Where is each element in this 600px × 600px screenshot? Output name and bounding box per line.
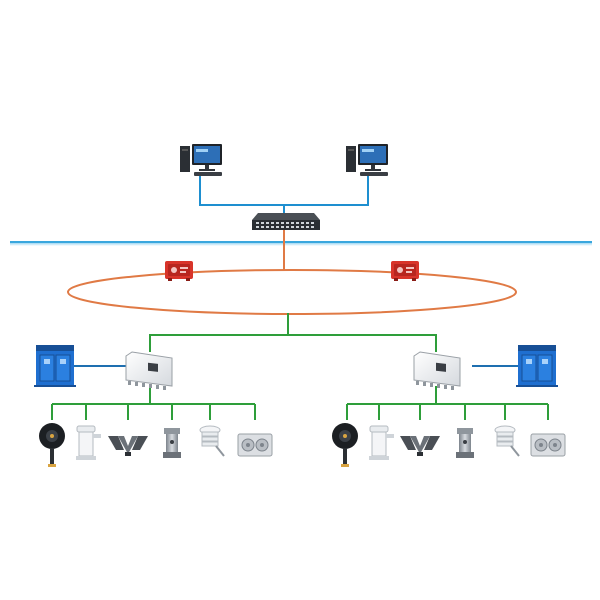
red-ring-station-icon (165, 261, 193, 281)
grey-pipe-sensor-icon (163, 428, 181, 458)
sensor-left-4[interactable] (163, 428, 181, 458)
grey-pipe-sensor-icon (456, 428, 474, 458)
sensor-left-2[interactable] (76, 425, 101, 460)
ring-station-right[interactable] (391, 261, 419, 281)
door-cabinet-left[interactable] (34, 345, 76, 387)
sensor-right-5[interactable] (494, 425, 520, 457)
sensor-left-5[interactable] (199, 425, 225, 457)
field-bus-lines (51, 313, 549, 420)
round-sensor-icon (39, 423, 65, 467)
sensor-group-left (39, 423, 273, 467)
substation-left[interactable] (125, 351, 173, 390)
sensor-group-right (332, 423, 566, 467)
fiber-ring (67, 269, 517, 315)
sensor-right-3[interactable] (400, 436, 440, 456)
sensor-right-2[interactable] (369, 425, 394, 460)
round-sensor-icon (332, 423, 358, 467)
blue-door-cabinet-icon (34, 345, 76, 387)
speaker-box-icon (237, 433, 273, 457)
dual-wing-sensor-icon (108, 436, 148, 456)
network-switch[interactable] (252, 213, 320, 230)
substation-right[interactable] (413, 351, 461, 390)
sensor-left-3[interactable] (108, 436, 148, 456)
speaker-box-icon (530, 433, 566, 457)
office-links (199, 176, 369, 214)
computer-right[interactable] (346, 144, 388, 176)
ring-station-left[interactable] (165, 261, 193, 281)
white-cylinder-sensor-icon (369, 425, 394, 460)
sensor-right-4[interactable] (456, 428, 474, 458)
surface-band (10, 241, 592, 246)
computer-left[interactable] (180, 144, 222, 176)
door-cabinet-right[interactable] (516, 345, 558, 387)
sensor-right-1[interactable] (332, 423, 358, 467)
desktop-computer-icon (180, 144, 222, 176)
white-shelter-sensor-icon (494, 425, 520, 457)
sensor-left-6[interactable] (237, 433, 273, 457)
network-switch-icon (252, 213, 320, 230)
white-cylinder-sensor-icon (76, 425, 101, 460)
sensor-left-1[interactable] (39, 423, 65, 467)
dual-wing-sensor-icon (400, 436, 440, 456)
red-ring-station-icon (391, 261, 419, 281)
white-substation-box-icon (125, 351, 173, 390)
blue-door-cabinet-icon (516, 345, 558, 387)
white-shelter-sensor-icon (199, 425, 225, 457)
white-substation-box-icon (413, 351, 461, 390)
desktop-computer-icon (346, 144, 388, 176)
sensor-right-6[interactable] (530, 433, 566, 457)
